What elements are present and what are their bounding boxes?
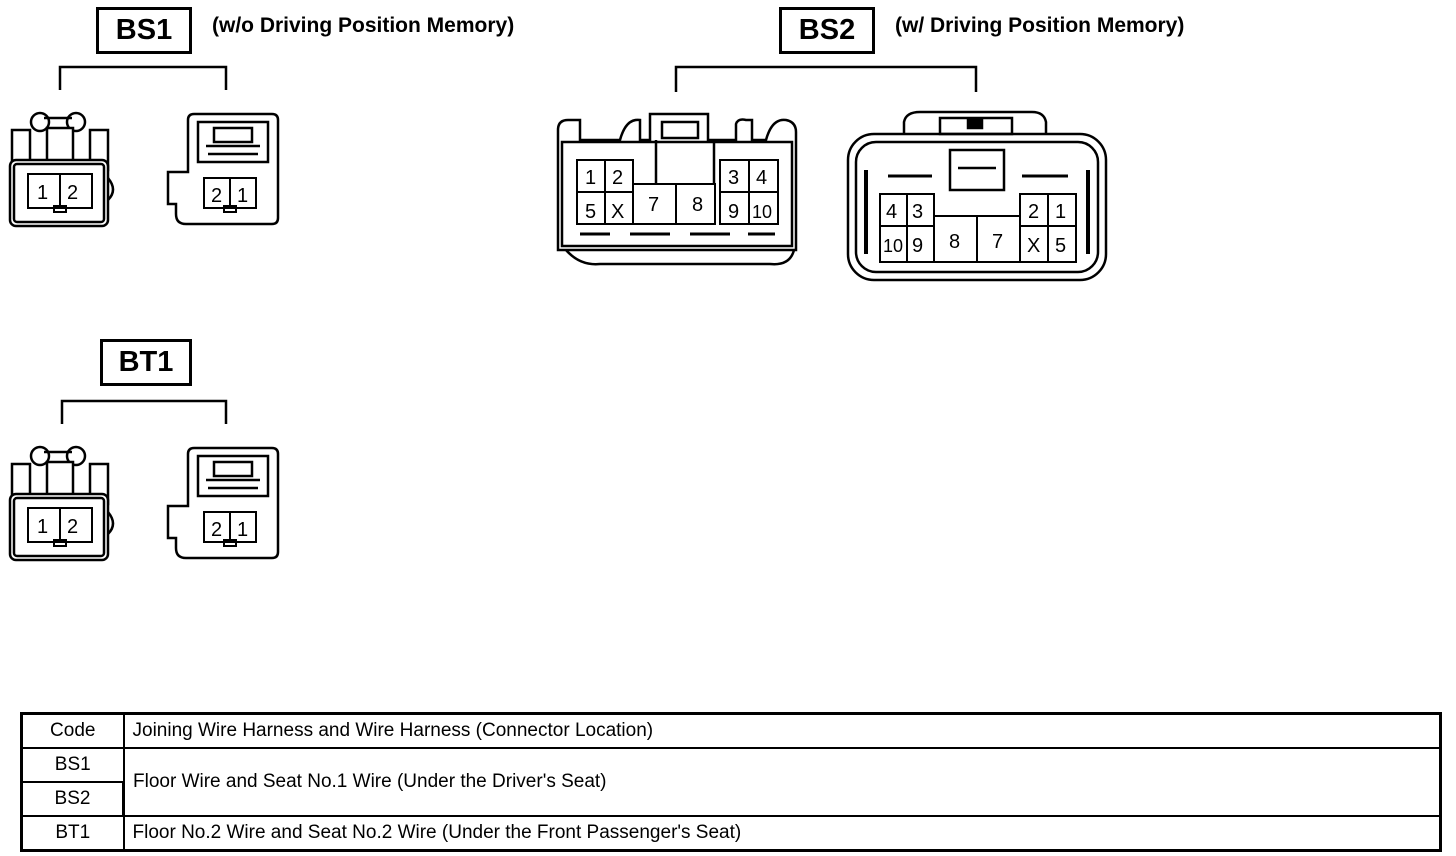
bs2-left-pin-8: 8 [692,194,703,216]
bs2-right-pin-3: 3 [912,201,923,223]
bs2-left-pin-3: 3 [728,167,739,189]
bs2-left-pin-x: X [611,201,624,223]
bs1-male-pin-2: 2 [67,182,78,204]
bt1-male-pin-1: 1 [37,516,48,538]
bs2-left-pin-5: 5 [585,201,596,223]
bs1-note: (w/o Driving Position Memory) [212,14,515,37]
row-description-bs1-bs2: Floor Wire and Seat No.1 Wire (Under the… [122,747,1442,817]
bs2-left-connector: 1 2 3 4 5 X 7 8 9 10 [556,112,798,266]
bs2-left-pin-10: 10 [752,202,772,222]
bt1-female-connector: 2 1 [166,446,280,560]
table-row: BS2 [20,781,1441,817]
bs2-left-pin-2: 2 [612,167,623,189]
bs2-code-label: BS2 [779,7,875,54]
bs2-left-pin-9: 9 [728,201,739,223]
connector-location-table: Code Joining Wire Harness and Wire Harne… [20,712,1442,852]
bs1-female-pin-1: 1 [237,185,248,207]
table-header-row: Code Joining Wire Harness and Wire Harne… [20,712,1442,749]
bs2-right-pin-9: 9 [912,235,923,257]
bt1-bracket [60,399,228,424]
bt1-female-pin-1: 1 [237,519,248,541]
bs2-right-pin-8: 8 [949,231,960,253]
bt1-male-connector: 1 2 [8,445,115,562]
bs1-male-pin-1: 1 [37,182,48,204]
bs2-right-pin-x: X [1027,235,1040,257]
bt1-male-pin-2: 2 [67,516,78,538]
bt1-code-label: BT1 [100,339,192,386]
table-row: BT1 Floor No.2 Wire and Seat No.2 Wire (… [20,815,1442,852]
row-code-bs2: BS2 [20,781,125,817]
bs2-right-connector: 4 3 2 1 10 9 8 7 X 5 [846,110,1108,282]
bs2-left-pin-1: 1 [585,167,596,189]
row-code-bs1: BS1 [20,747,125,783]
bs1-code-label: BS1 [96,7,192,54]
bs2-right-pin-10: 10 [883,236,903,256]
bs2-right-pin-4: 4 [886,201,897,223]
bt1-female-pin-2: 2 [211,519,222,541]
header-code: Code [20,712,125,749]
bs2-right-pin-7: 7 [992,231,1003,253]
bs2-note: (w/ Driving Position Memory) [895,14,1185,37]
bs1-bracket [58,65,228,90]
table-row: BS1 Floor Wire and Seat No.1 Wire (Under… [20,747,1442,817]
connector-diagram: 1 2 2 1 1 2 3 4 5 X 7 [8,65,1108,562]
row-code-bt1: BT1 [20,815,125,852]
bs2-bracket [674,65,978,92]
bs1-female-connector: 2 1 [166,112,280,226]
bs2-right-pin-2: 2 [1028,201,1039,223]
bs2-right-pin-1: 1 [1055,201,1066,223]
header-description: Joining Wire Harness and Wire Harness (C… [122,712,1442,749]
row-description-bt1: Floor No.2 Wire and Seat No.2 Wire (Unde… [122,815,1442,852]
bs2-left-pin-7: 7 [648,194,659,216]
bs1-male-connector: 1 2 [8,111,115,228]
bs2-right-pin-5: 5 [1055,235,1066,257]
bs1-female-pin-2: 2 [211,185,222,207]
bs2-left-pin-4: 4 [756,167,767,189]
